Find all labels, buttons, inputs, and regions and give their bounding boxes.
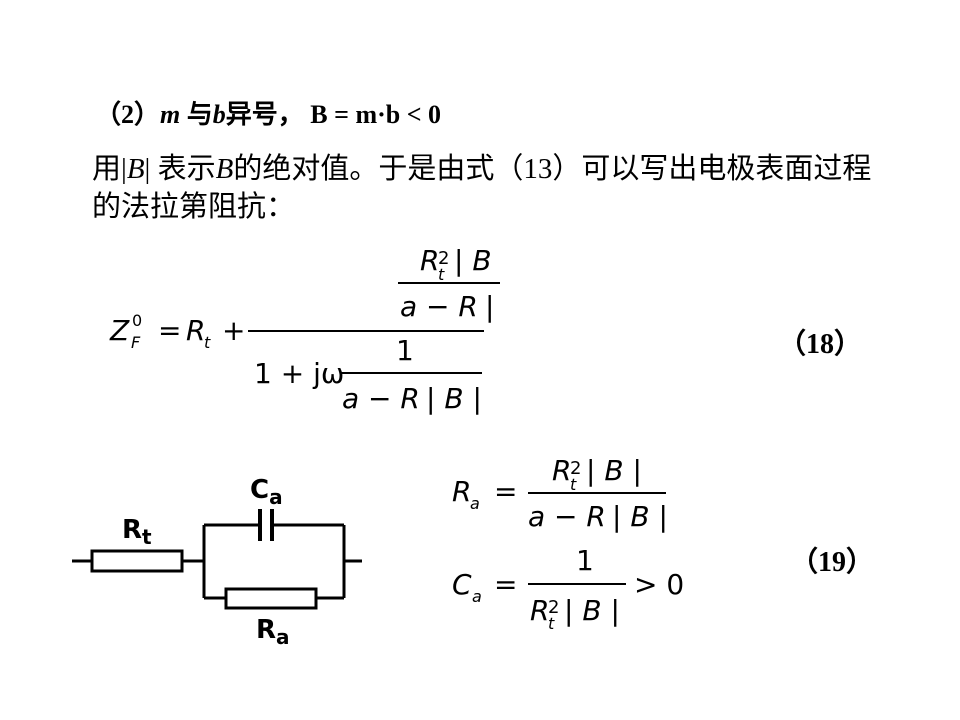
eq18-one-plus-jw: 1 + jω (254, 357, 344, 390)
eq18-plus: + (222, 314, 245, 347)
eq19-Ca-den-t: t (548, 614, 555, 633)
eq19-Ra: R (452, 475, 471, 508)
eq18-inner-one: 1 (396, 334, 414, 367)
eq19-Ca-den-absB: | B | (564, 594, 620, 627)
label-Rt: Rt (122, 515, 152, 549)
eq18-Z-sup: 0 (132, 311, 142, 330)
para-part2: | 表示 (144, 153, 216, 185)
heading-text1: 与 (180, 100, 213, 129)
eq19-Ra-num-absB: | B | (586, 454, 642, 487)
eq19-Ca-den-Rt: R (530, 594, 549, 627)
para-part1: 用| (92, 153, 127, 185)
label-Ca: Ca (250, 475, 283, 509)
eq19-Ca-equals: = (494, 568, 517, 601)
equation-19-number: （19） (790, 547, 875, 578)
eq18-equals: = (158, 314, 181, 347)
section-heading: （2）m 与b异号， B = m·b < 0 (95, 94, 441, 131)
eq19-Ra-den-absB: | B | (612, 500, 668, 533)
eq18-Z-sub: F (131, 333, 141, 352)
eq19-Ca-num-one: 1 (576, 544, 594, 577)
circuit-diagram: Rt Ca Ra (72, 475, 362, 649)
eq19-Ra-den-a-minus-Rt: a − R (528, 500, 606, 533)
heading-expr: B = m·b < 0 (310, 100, 442, 129)
eq19-Ra-num-t: t (570, 475, 577, 494)
eq19-Ra-equals: = (494, 475, 517, 508)
resistor-Ra (224, 587, 318, 610)
equation-18: R 2 t | B | a − R | B | Z 0 F = R t + 1 … (109, 244, 500, 415)
label-Ra: Ra (256, 615, 290, 649)
eq19-Ca-gt-zero: > 0 (634, 568, 684, 601)
para-B2: B (215, 153, 234, 185)
eq18-top-absB: | B | (454, 244, 500, 277)
eq18-Z: Z (109, 314, 130, 347)
heading-prefix: （2） (95, 100, 161, 129)
para-B1: B (126, 153, 145, 185)
eq18-top-a-minus-Rt: a − R (400, 290, 478, 323)
resistor-Rt (90, 549, 184, 573)
eq18-inner-absB: | B | (426, 382, 482, 415)
eq18-top-Rt: R (420, 244, 439, 277)
eq18-top-t-sub: t (438, 265, 445, 284)
eq18-top-sq: 2 (438, 248, 449, 269)
body-paragraph: 用|B| 表示B的绝对值。于是由式（13）可以写出电极表面过程的法拉第阻抗： (92, 150, 892, 226)
eq18-Rt: R (186, 314, 205, 347)
heading-m: m (160, 100, 181, 129)
equation-19: R a = R 2 t | B | a − R | B | C a = 1 R … (452, 454, 684, 633)
eq19-Ca: C (452, 568, 472, 601)
heading-b: b (212, 100, 226, 129)
heading-text2: 异号， (225, 100, 304, 129)
equation-18-number: （18） (778, 329, 863, 360)
eq18-inner-a-minus-Rt: a − R (342, 382, 420, 415)
eq19-Ca-den-sq: 2 (548, 597, 559, 618)
eq18-Rt-sub: t (204, 333, 211, 352)
eq19-Ra-num-Rt: R (552, 454, 571, 487)
eq19-Ra-num-sq: 2 (570, 458, 581, 479)
eq19-Ca-sub: a (472, 587, 482, 606)
para-part3: 的绝对值。于是由式（13）可以写出电极表面过程的法拉第阻抗： (92, 153, 872, 223)
eq18-top-den-absB: | B | (485, 290, 500, 323)
eq19-Ra-sub: a (470, 494, 480, 513)
